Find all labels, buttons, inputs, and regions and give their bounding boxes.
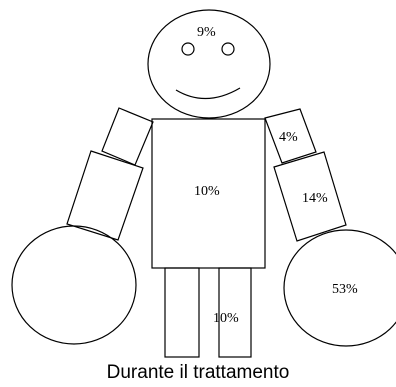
right-upper-arm-percentage: 4% <box>279 130 298 145</box>
legs-percentage: 10% <box>213 311 239 326</box>
left-hand <box>11 225 137 345</box>
torso-percentage: 10% <box>194 184 220 199</box>
head <box>147 9 271 119</box>
caption: Durante il trattamento <box>106 362 290 383</box>
right-hand-percentage: 53% <box>332 282 358 297</box>
left-forearm <box>66 150 144 241</box>
torso <box>151 118 266 269</box>
right-upper-arm <box>264 108 317 164</box>
left-eye <box>181 42 195 56</box>
right-leg <box>218 267 252 358</box>
smile <box>175 87 241 100</box>
left-upper-arm <box>101 107 154 166</box>
left-leg <box>164 267 200 358</box>
right-forearm-percentage: 14% <box>302 191 328 206</box>
right-forearm <box>273 151 347 242</box>
head-percentage: 9% <box>197 25 216 40</box>
right-eye <box>221 42 235 56</box>
right-hand <box>283 229 396 347</box>
